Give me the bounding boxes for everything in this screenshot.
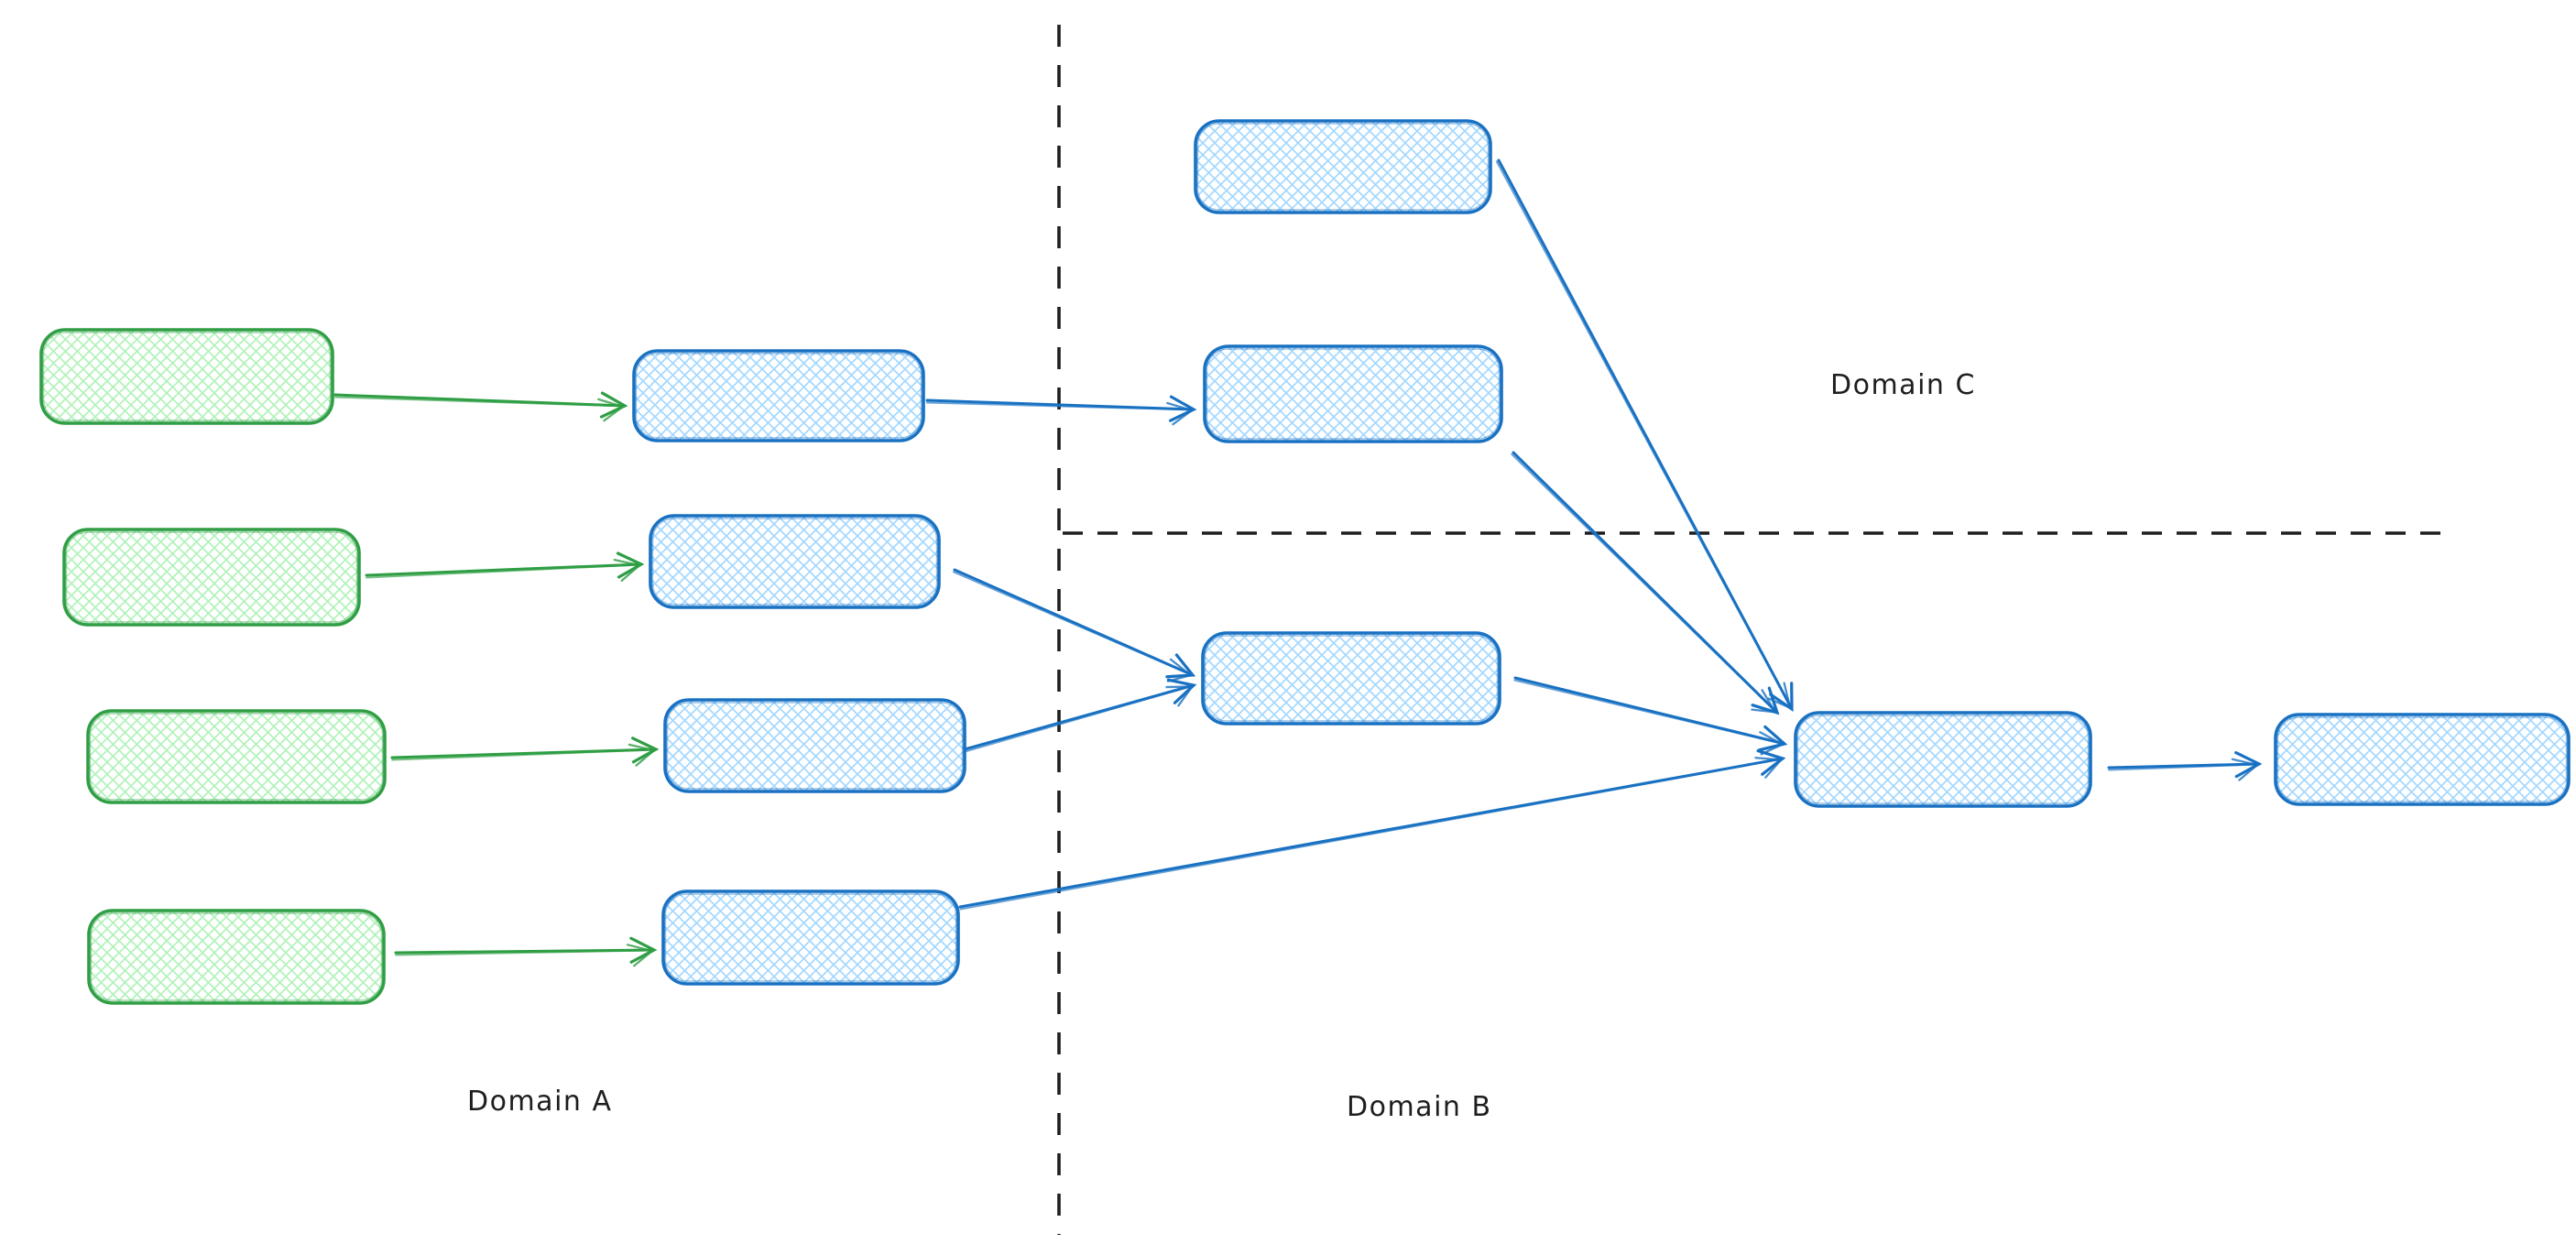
domain-a-source-1 bbox=[39, 328, 334, 425]
domain-c-box-2 bbox=[1203, 344, 1503, 443]
domain-a-source-3 bbox=[86, 709, 387, 804]
domain-a-target-3 bbox=[663, 698, 966, 793]
edge-target2-merge bbox=[952, 568, 1196, 682]
domain-b-merge-box bbox=[1201, 631, 1501, 726]
edge-merge-convergence bbox=[1513, 676, 1788, 756]
edge-cbox2-convergence bbox=[1511, 451, 1780, 715]
domain-c-box-1 bbox=[1194, 119, 1492, 214]
domain-a-target-2 bbox=[649, 514, 941, 609]
domain-c-label: Domain C bbox=[1830, 369, 1976, 401]
edge-target1-cbox2 bbox=[925, 395, 1197, 426]
edge-source3-target3 bbox=[390, 737, 660, 767]
edge-source2-target2 bbox=[365, 551, 645, 583]
domain-a-source-2 bbox=[62, 528, 361, 627]
domain-a-label: Domain A bbox=[467, 1086, 612, 1118]
domain-a-target-4 bbox=[661, 889, 960, 986]
edge-target4-convergence bbox=[958, 749, 1786, 911]
edge-cbox1-convergence bbox=[1495, 158, 1794, 713]
domain-b-convergence-box bbox=[1794, 711, 2092, 808]
domain-a-target-1 bbox=[632, 349, 925, 442]
edge-source1-target1 bbox=[333, 391, 628, 422]
edge-convergence-output bbox=[2107, 751, 2263, 781]
edge-source4-target4 bbox=[394, 936, 658, 967]
edge-target3-merge bbox=[963, 678, 1197, 753]
domain-b-label: Domain B bbox=[1347, 1091, 1492, 1123]
domain-b-output-box bbox=[2274, 713, 2571, 806]
domain-a-source-4 bbox=[87, 909, 386, 1005]
